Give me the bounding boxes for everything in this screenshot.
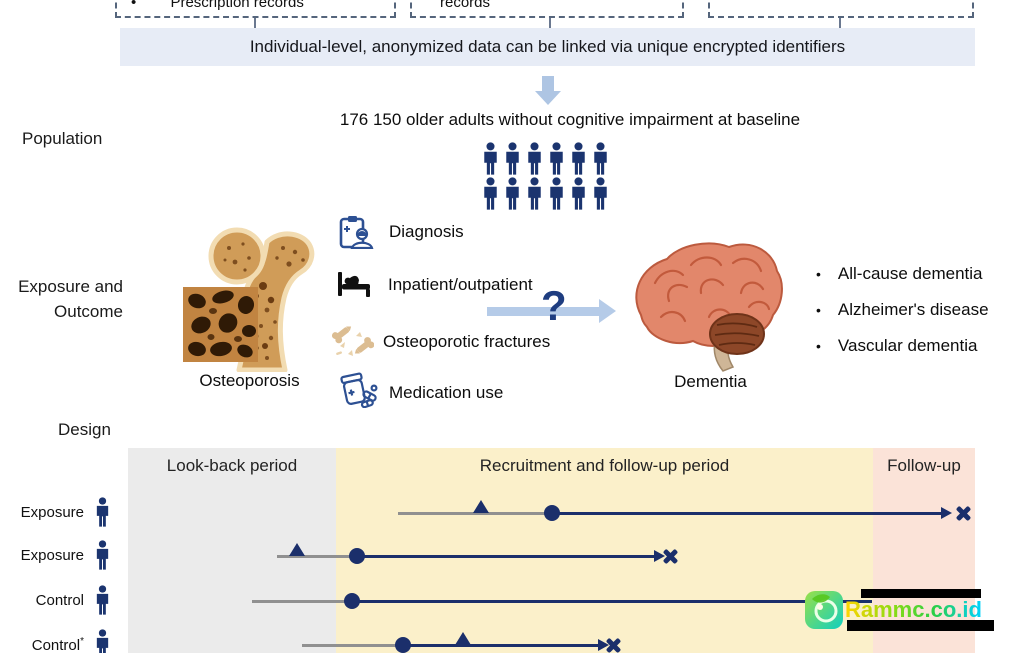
bullet: •	[816, 338, 821, 354]
person-icon	[481, 142, 500, 175]
down-arrow-icon	[535, 91, 561, 105]
person-icon	[503, 177, 522, 210]
watermark-bar	[861, 589, 981, 598]
brain-illustration	[635, 242, 783, 372]
arrowhead-icon	[598, 639, 609, 651]
timeline-gray-segment	[302, 643, 403, 647]
timeline-navy-segment	[357, 554, 654, 558]
watermark-text: Rammc.co.id	[845, 597, 982, 622]
source-box-label: • Prescription records	[117, 0, 394, 11]
timeline-navy-segment	[552, 511, 941, 515]
source-box-label: records	[440, 0, 491, 11]
person-icon-row	[481, 177, 621, 210]
recruitment-period-column	[336, 448, 873, 653]
bullet: •	[816, 266, 821, 282]
watermark-logo-icon	[805, 591, 843, 629]
hospital-bed-icon	[338, 272, 370, 297]
person-icon	[94, 629, 111, 653]
person-icon	[525, 177, 544, 210]
x-marker	[605, 637, 622, 653]
timeline-row-label: Exposure	[20, 504, 84, 521]
outcome-item: • Alzheimer's disease	[816, 300, 989, 319]
timeline-row-label: Control	[35, 592, 84, 609]
person-icon	[525, 142, 544, 175]
recruitment-period-header: Recruitment and follow-up period	[479, 456, 730, 475]
x-marker	[662, 548, 679, 565]
down-arrow-icon	[542, 76, 554, 91]
population-pictogram	[481, 142, 621, 210]
arrowhead-icon	[941, 507, 952, 519]
person-icon	[481, 177, 500, 210]
bullet: •	[131, 0, 137, 11]
source-box-records: records	[410, 0, 684, 18]
link-arrow-icon	[487, 307, 599, 316]
timeline-navy-segment	[352, 599, 872, 603]
ascertainment-item-label: Osteoporotic fractures	[383, 332, 551, 351]
followup-period-header: Follow-up	[887, 456, 961, 475]
circle-marker	[344, 593, 360, 609]
diagnosis-clipboard-icon	[339, 216, 374, 249]
person-icon	[591, 142, 610, 175]
timeline-gray-segment	[398, 511, 552, 515]
source-box-right	[708, 0, 974, 18]
exposure-outcome-section-label: Exposure and Outcome	[18, 277, 123, 321]
watermark-label: Rammc.co.id	[845, 597, 982, 622]
person-icon	[547, 142, 566, 175]
outcome-item: • Vascular dementia	[816, 336, 978, 355]
timeline-gray-segment	[252, 599, 352, 603]
population-headline: 176 150 older adults without cognitive i…	[339, 110, 801, 129]
source-box-prescription: • Prescription records	[115, 0, 396, 18]
design-section-label: Design	[58, 420, 111, 439]
connector-tick	[549, 18, 551, 28]
triangle-marker	[455, 632, 471, 645]
dementia-caption: Dementia	[674, 372, 747, 391]
watermark-bar	[847, 620, 994, 631]
timeline-row-label: Control*	[31, 636, 84, 653]
ascertainment-item-label: Inpatient/outpatient	[388, 275, 533, 294]
arrowhead-icon	[654, 550, 665, 562]
circle-marker	[395, 637, 411, 653]
lookback-period-header: Look-back period	[166, 456, 298, 475]
linkage-banner: Individual-level, anonymized data can be…	[120, 28, 975, 66]
person-icon	[569, 142, 588, 175]
person-icon	[547, 177, 566, 210]
person-icon	[569, 177, 588, 210]
person-icon	[591, 177, 610, 210]
circle-marker	[349, 548, 365, 564]
medication-jar-icon	[340, 372, 378, 408]
ascertainment-item-label: Diagnosis	[389, 222, 464, 241]
link-arrow-icon	[599, 299, 616, 323]
x-marker	[955, 505, 972, 522]
circle-marker	[544, 505, 560, 521]
person-icon	[94, 540, 111, 575]
ascertainment-item-label: Medication use	[389, 383, 504, 402]
timeline-row-label: Exposure	[20, 547, 84, 564]
outcome-item: • All-cause dementia	[816, 264, 983, 283]
followup-period-column	[873, 448, 975, 653]
triangle-marker	[473, 500, 489, 513]
connector-tick	[839, 18, 841, 28]
triangle-marker	[289, 543, 305, 556]
bone-microstructure-inset	[183, 287, 258, 362]
person-icon-row	[481, 142, 621, 175]
question-mark: ?	[541, 282, 567, 329]
bullet: •	[816, 302, 821, 318]
population-section-label: Population	[22, 129, 103, 148]
person-icon	[503, 142, 522, 175]
osteoporosis-caption: Osteoporosis	[199, 371, 300, 390]
connector-tick	[254, 18, 256, 28]
person-icon	[94, 585, 111, 620]
person-icon	[94, 497, 111, 532]
timeline-navy-segment	[403, 643, 598, 647]
timeline-gray-segment	[277, 554, 357, 558]
fractured-bone-icon	[332, 326, 374, 356]
